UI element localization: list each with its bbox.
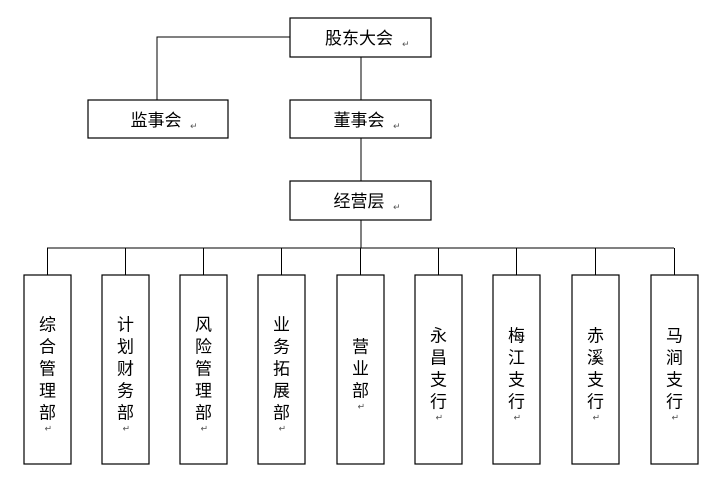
paragraph-mark: ↵ bbox=[436, 414, 444, 424]
supervisory-board-box bbox=[87, 99, 229, 139]
paragraph-mark: ↵ bbox=[402, 40, 410, 50]
supervisory-board-label: 监事会 bbox=[131, 111, 182, 131]
department-label: 计划财务部 bbox=[117, 316, 134, 424]
department-label: 赤溪支行 bbox=[587, 327, 604, 413]
department-box bbox=[179, 274, 228, 465]
department-box bbox=[650, 274, 699, 465]
department-box bbox=[571, 274, 620, 465]
paragraph-mark: ↵ bbox=[593, 414, 601, 424]
paragraph-mark: ↵ bbox=[358, 403, 366, 413]
department-box bbox=[492, 274, 541, 465]
department-node-5: 营业部↵ bbox=[336, 274, 385, 465]
department-label: 业务拓展部 bbox=[273, 316, 290, 424]
department-nodes: 综合管理部↵计划财务部↵风险管理部↵业务拓展部↵营业部↵永昌支行↵梅江支行↵赤溪… bbox=[23, 274, 699, 465]
paragraph-mark: ↵ bbox=[45, 425, 53, 435]
department-node-1: 综合管理部↵ bbox=[23, 274, 72, 465]
paragraph-mark: ↵ bbox=[672, 414, 680, 424]
department-node-8: 赤溪支行↵ bbox=[571, 274, 620, 465]
paragraph-mark: ↵ bbox=[393, 203, 401, 213]
department-node-6: 永昌支行↵ bbox=[414, 274, 463, 465]
department-node-7: 梅江支行↵ bbox=[492, 274, 541, 465]
paragraph-mark: ↵ bbox=[201, 425, 209, 435]
shareholders-meeting-box bbox=[289, 17, 432, 58]
department-node-9: 马涧支行↵ bbox=[650, 274, 699, 465]
board-of-directors-box bbox=[289, 99, 432, 139]
department-box bbox=[414, 274, 463, 465]
department-box bbox=[23, 274, 72, 465]
connector-shareholders-supervisory bbox=[156, 36, 290, 100]
node-shareholders-meeting: 股东大会 ↵ bbox=[289, 17, 432, 58]
department-node-4: 业务拓展部↵ bbox=[257, 274, 306, 465]
department-node-2: 计划财务部↵ bbox=[101, 274, 150, 465]
department-box bbox=[101, 274, 150, 465]
department-connectors bbox=[47, 248, 675, 275]
node-management: 经营层 ↵ bbox=[289, 180, 432, 221]
department-box bbox=[336, 274, 385, 465]
department-label: 马涧支行 bbox=[666, 327, 683, 413]
management-label: 经营层 bbox=[334, 192, 385, 212]
paragraph-mark: ↵ bbox=[279, 425, 287, 435]
department-node-3: 风险管理部↵ bbox=[179, 274, 228, 465]
department-label: 永昌支行 bbox=[430, 327, 447, 413]
department-label: 综合管理部 bbox=[39, 316, 56, 424]
paragraph-mark: ↵ bbox=[123, 425, 131, 435]
shareholders-meeting-label: 股东大会 bbox=[325, 29, 393, 49]
management-box bbox=[289, 180, 432, 221]
department-label: 风险管理部 bbox=[195, 316, 212, 424]
node-board-of-directors: 董事会 ↵ bbox=[289, 99, 432, 139]
department-box bbox=[257, 274, 306, 465]
department-label: 营业部 bbox=[352, 338, 369, 402]
board-of-directors-label: 董事会 bbox=[334, 111, 385, 131]
paragraph-mark: ↵ bbox=[514, 414, 522, 424]
node-supervisory-board: 监事会 ↵ bbox=[87, 99, 229, 139]
paragraph-mark: ↵ bbox=[393, 122, 401, 132]
department-label: 梅江支行 bbox=[508, 327, 525, 413]
paragraph-mark: ↵ bbox=[190, 122, 198, 132]
